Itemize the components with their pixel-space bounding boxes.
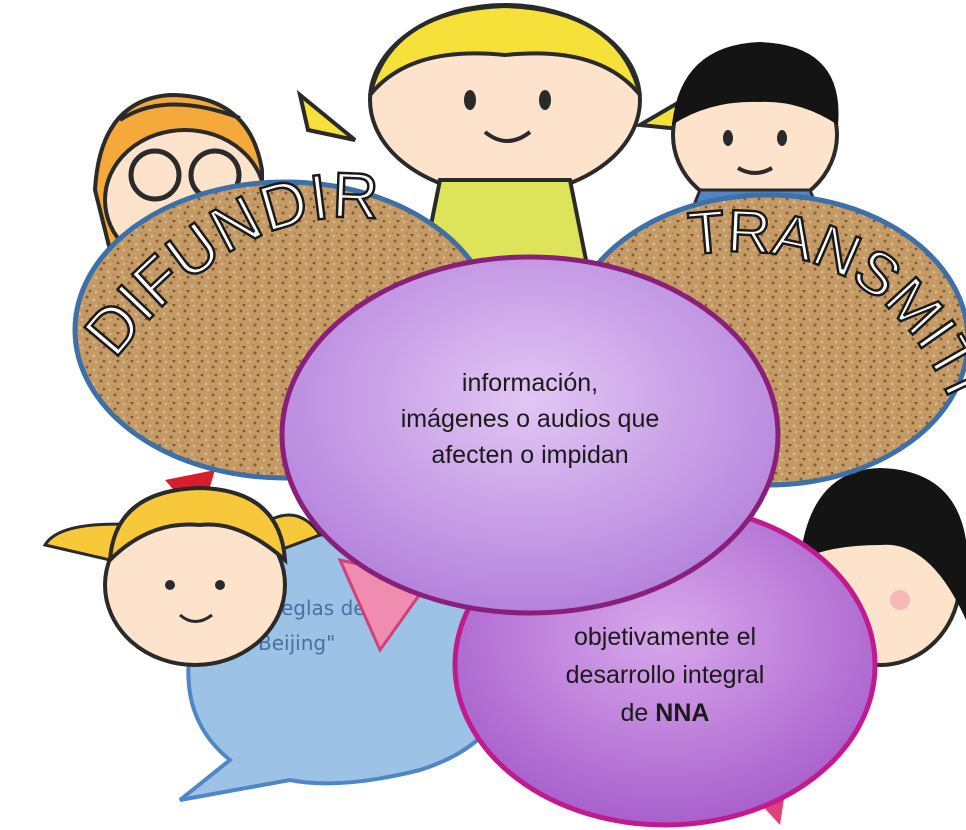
center-text-block: información, imágenes o audios que afect… (340, 365, 720, 473)
bottom-text-block: objetivamente el desarrollo integral de … (500, 618, 830, 732)
girl-striped-hair-icon (42, 485, 323, 667)
center-line-2: imágenes o audios que (400, 405, 660, 433)
bottom-line-3: de NNA (500, 694, 830, 732)
center-purple-oval (279, 254, 781, 616)
boy-black-hair-icon (671, 42, 839, 217)
bottom-line-1: objetivamente el (573, 623, 757, 651)
bubble-text-line2: Beijing" (258, 631, 335, 655)
center-line-3: afecten o impidan (431, 441, 629, 469)
bottom-line-2: desarrollo integral (565, 661, 765, 689)
center-line-1: información, (461, 369, 599, 397)
nna-bold-label: NNA (655, 699, 710, 727)
bottom-line-3-prefix: de (620, 699, 656, 727)
